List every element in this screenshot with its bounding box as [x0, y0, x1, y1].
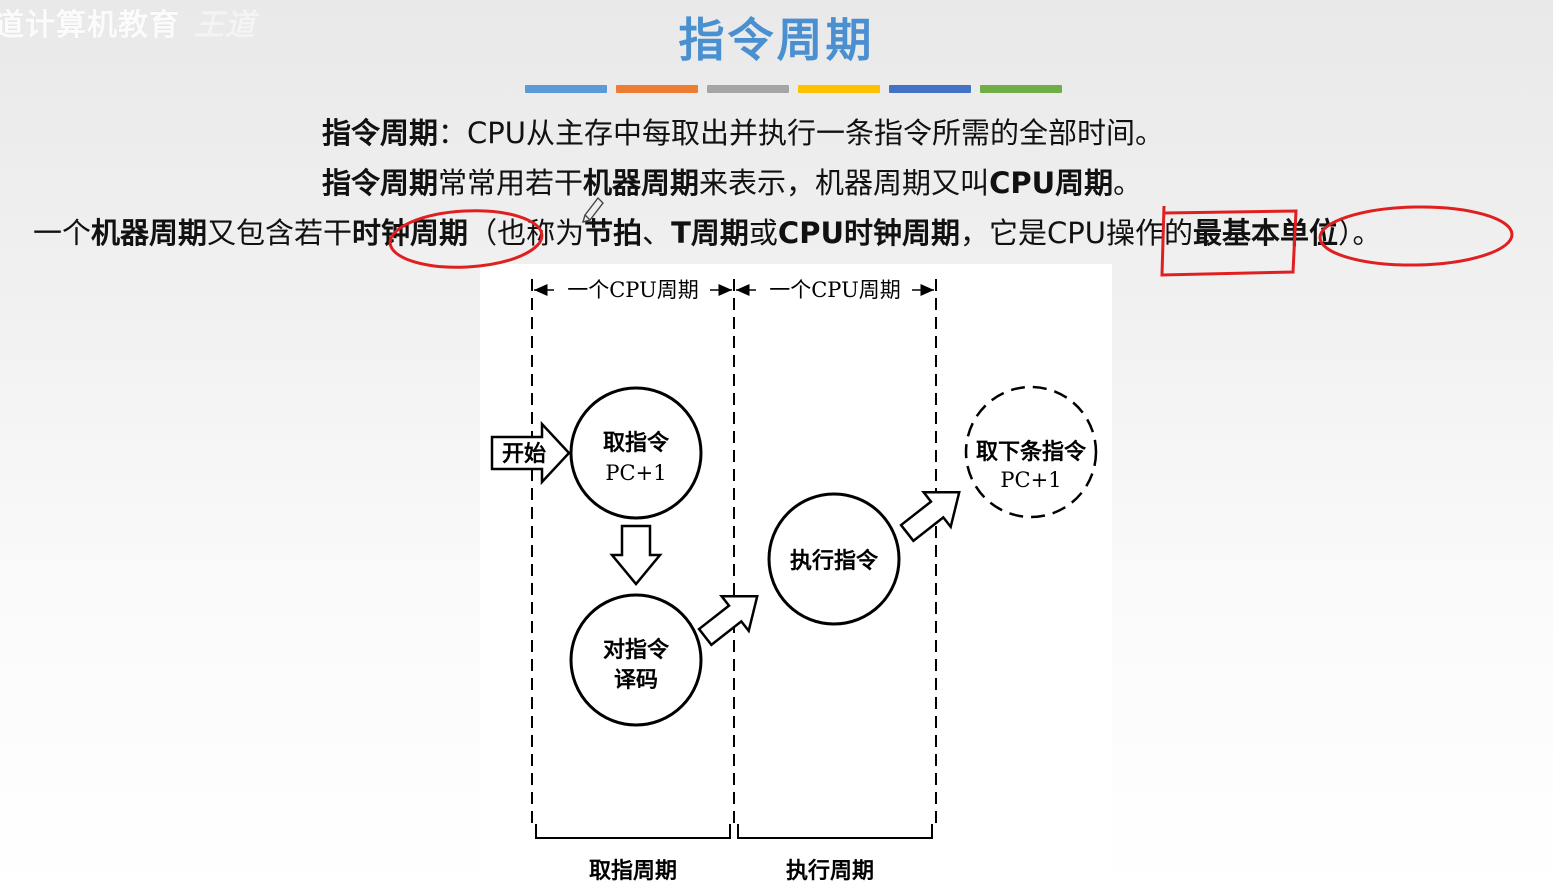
definition-text: ，它是CPU操作的: [960, 216, 1193, 250]
slide-title: 指令周期: [678, 13, 875, 67]
next-instruction-node: [964, 385, 1098, 519]
next-pc-label: PC+1: [1000, 468, 1061, 492]
term-beat: 节拍: [584, 216, 643, 250]
term-clock-cycle: 时钟周期: [352, 216, 469, 250]
diagram-svg: 一个CPU周期 一个CPU周期 开始 取指令 PC+1 对指令 译码 执行指令 …: [490, 278, 1098, 884]
definition-text: ：CPU从主存中每取出并执行一条指令所需的全部时间。: [438, 116, 1164, 150]
fetch-label: 取指令: [603, 430, 670, 456]
down-arrow: [609, 524, 663, 586]
definition-text: ）。: [1338, 216, 1382, 250]
start-label: 开始: [502, 441, 546, 467]
definition-text: 或: [748, 216, 778, 250]
term-machine-cycle-2: 机器周期: [91, 216, 208, 250]
cpu-cycle-label-1: 一个CPU周期: [567, 278, 699, 302]
term-t-cycle: T周期: [671, 216, 749, 250]
next-instruction-label: 取下条指令: [976, 439, 1087, 465]
execute-period-label: 执行周期: [786, 858, 874, 884]
decode-label: 对指令: [603, 637, 670, 663]
definition-line-2: 指令周期常常用若干机器周期来表示，机器周期又叫CPU周期。: [322, 169, 1142, 198]
fetch-period-label: 取指周期: [589, 858, 677, 884]
definition-text: 常常用若干: [438, 166, 584, 200]
title-color-bars: [525, 85, 1062, 93]
term-basic-unit: 最基本单位: [1192, 216, 1338, 250]
execute-label: 执行指令: [790, 548, 879, 574]
watermark-logo: 王道: [194, 8, 256, 43]
term-instruction-cycle-2: 指令周期: [322, 166, 439, 200]
term-machine-cycle: 机器周期: [583, 166, 700, 200]
color-bar-2: [616, 85, 698, 93]
definition-text: 一个: [33, 216, 92, 250]
definition-line-3: 一个机器周期又包含若干时钟周期（也称为节拍、T周期或CPU时钟周期，它是CPU操…: [33, 219, 1382, 248]
fetch-pc-label: PC+1: [605, 461, 666, 485]
cpu-cycle-label-2: 一个CPU周期: [769, 278, 901, 302]
instruction-cycle-diagram: 一个CPU周期 一个CPU周期 开始 取指令 PC+1 对指令 译码 执行指令 …: [480, 264, 1112, 895]
definition-text: 又包含若干: [207, 216, 353, 250]
to-next-arrow: [899, 490, 961, 543]
fetch-node: [569, 386, 703, 520]
watermark: 道计算机教育王道: [0, 0, 256, 44]
color-bar-3: [707, 85, 789, 93]
definition-text: 、: [642, 216, 672, 250]
definition-line-1: 指令周期：CPU从主存中每取出并执行一条指令所需的全部时间。: [322, 119, 1164, 148]
definition-text: 来表示，机器周期又叫: [699, 166, 990, 200]
color-bar-4: [798, 85, 880, 93]
term-cpu-clock-cycle: CPU时钟周期: [777, 216, 961, 250]
execute-period-brace: [737, 824, 933, 839]
color-bar-5: [889, 85, 971, 93]
fetch-period-brace: [535, 824, 731, 839]
execute-node: [767, 492, 901, 626]
color-bar-6: [980, 85, 1062, 93]
decode-label-2: 译码: [614, 667, 658, 693]
definition-text: （也称为: [468, 216, 585, 250]
color-bar-1: [525, 85, 607, 93]
definition-text: 。: [1113, 166, 1143, 200]
watermark-text: 道计算机教育: [0, 8, 180, 43]
to-execute-arrow: [697, 594, 759, 647]
term-cpu-cycle: CPU周期: [989, 166, 1114, 200]
decode-node: [569, 593, 703, 727]
term-instruction-cycle: 指令周期: [322, 116, 439, 150]
start-arrow: [490, 420, 571, 486]
